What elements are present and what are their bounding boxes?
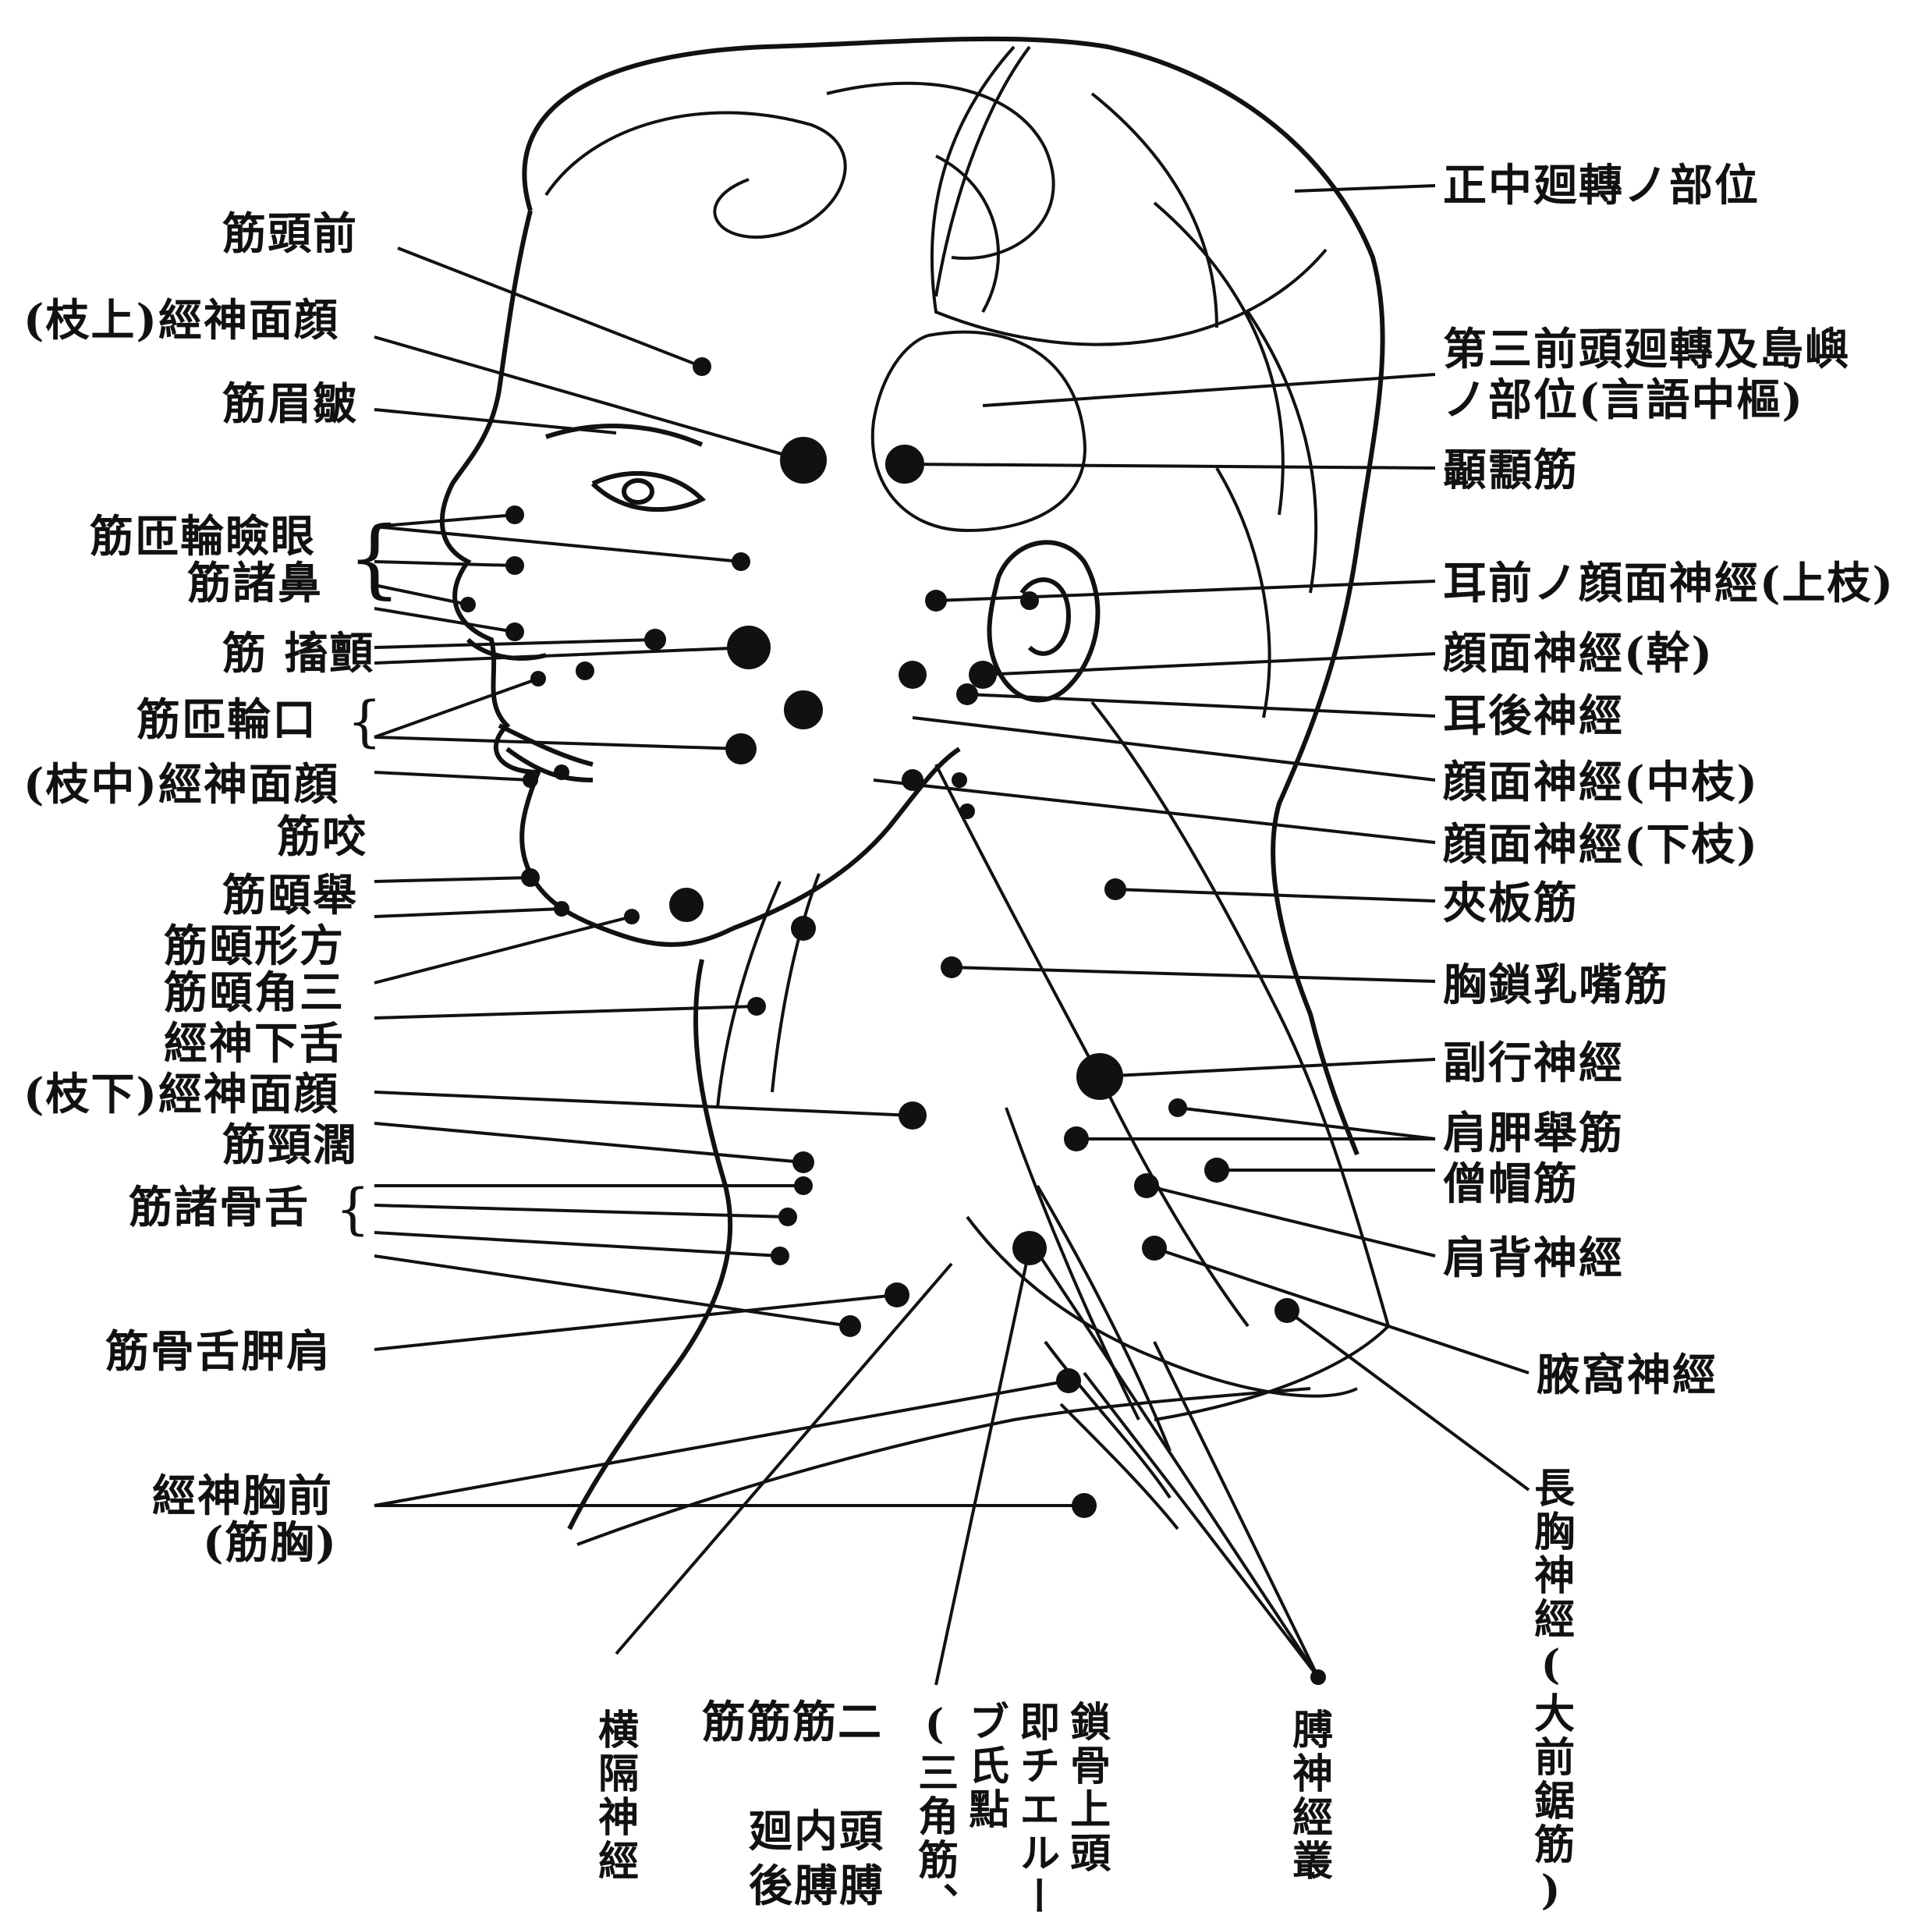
central-gyrus-outline	[873, 332, 1085, 530]
label-corrugator: 筋眉皺	[222, 382, 358, 426]
label-biceps-group-top: 筋筋筋二	[702, 1701, 883, 1744]
label-supraclavicular: 鎖骨上頭	[1065, 1701, 1108, 1875]
label-namely: 即チエルー	[1014, 1701, 1057, 1919]
mouth	[499, 725, 593, 780]
label-brachial-plexus: 膊神經叢	[1287, 1708, 1330, 1883]
label-platysma: 筋頸濶	[222, 1123, 358, 1167]
label-triangularis: 筋頤角三	[164, 971, 345, 1015]
label-facial-nerve-trunk: 顔面神經(幹)	[1443, 632, 1714, 676]
label-deltoid: (三角筋、	[913, 1701, 955, 1926]
label-phrenic-nerve: 横隔神經	[593, 1708, 636, 1883]
label-sternocleidomastoid: 胸鎖乳嘴筋	[1443, 963, 1669, 1007]
label-facial-nerve-upper: (枝上)經神面顔	[23, 299, 339, 342]
label-orbicularis-oris: 筋匝輪口	[136, 698, 317, 742]
label-anterior-thoracic-nerve: 經神胸前	[152, 1474, 333, 1518]
label-speech-center: ノ部位(言語中樞)	[1443, 378, 1804, 422]
label-orbicularis-oculi: 筋匝輪瞼眼	[90, 515, 316, 559]
label-facial-nerve-middle: (枝中)經神面顔	[23, 763, 339, 807]
label-facial-nerve-lower: (枝下)經神面顔	[23, 1073, 339, 1116]
label-third-frontal-gyrus: 第三前頭廻轉及島嶼	[1443, 328, 1850, 371]
brace-mouth: {	[347, 694, 384, 749]
label-levator-scapulae: 肩胛舉筋	[1443, 1112, 1624, 1155]
label-central-gyrus: 正中廻轉ノ部位	[1443, 164, 1760, 207]
label-facial-nerve-upper-preauricular: 耳前ノ顔面神經(上枝)	[1443, 562, 1895, 605]
label-anterior-head-muscle: 筋頭前	[222, 212, 358, 256]
label-pectoral-muscle: (筋胸)	[203, 1521, 338, 1565]
label-quadratus-labii: 筋頤形方	[164, 924, 345, 968]
label-omohyoid: 筋骨舌胛肩	[105, 1330, 331, 1374]
label-axillary-nerve: 腋窩神經	[1537, 1353, 1718, 1397]
label-temporalis: 顳顬筋	[1443, 449, 1579, 492]
label-dorsal-scapular-nerve: 肩背神經	[1443, 1236, 1624, 1280]
label-mentalis: 筋頤舉	[222, 874, 358, 917]
label-posterior-auricular-nerve: 耳後神經	[1443, 694, 1624, 738]
label-trapezius: 僧帽筋	[1443, 1162, 1579, 1206]
ear	[989, 542, 1097, 700]
brace-eye-nose: {	[347, 515, 403, 601]
jaw-line	[733, 749, 959, 928]
label-facial-nerve-lower-right: 顔面神經(下枝)	[1443, 823, 1759, 867]
head-outline	[524, 39, 1382, 1155]
label-facial-nerve-middle-right: 顔面神經(中枝)	[1443, 761, 1759, 804]
sternocleidomastoid-outline	[936, 764, 1248, 1326]
label-brachialis: 廻内頭	[749, 1810, 884, 1853]
label-hyoid-muscles: 筋諸骨舌	[129, 1186, 310, 1229]
motor-points	[460, 357, 1326, 1685]
frontal-gyrus-outline	[932, 47, 1326, 345]
label-accessory-nerve: 副行神經	[1443, 1041, 1624, 1085]
label-masseter: 筋咬	[277, 815, 367, 859]
label-erb-point: ブ氏點	[963, 1701, 1006, 1832]
left-leaders	[374, 248, 1084, 1506]
label-nasal-muscles: 筋諸鼻	[187, 562, 323, 605]
label-buccinator: 筋 搐顫	[222, 632, 375, 676]
brace-hyoid: {	[335, 1182, 372, 1236]
label-splenius: 夾板筋	[1443, 881, 1579, 925]
label-long-thoracic-nerve: 長胸神經(大前鋸筋)	[1529, 1467, 1572, 1917]
eye	[593, 474, 702, 509]
label-posterior-brachial: 後膊膊	[749, 1864, 884, 1908]
label-hypoglossal-nerve: 經神下舌	[164, 1022, 345, 1066]
hair-strands	[546, 47, 1316, 718]
